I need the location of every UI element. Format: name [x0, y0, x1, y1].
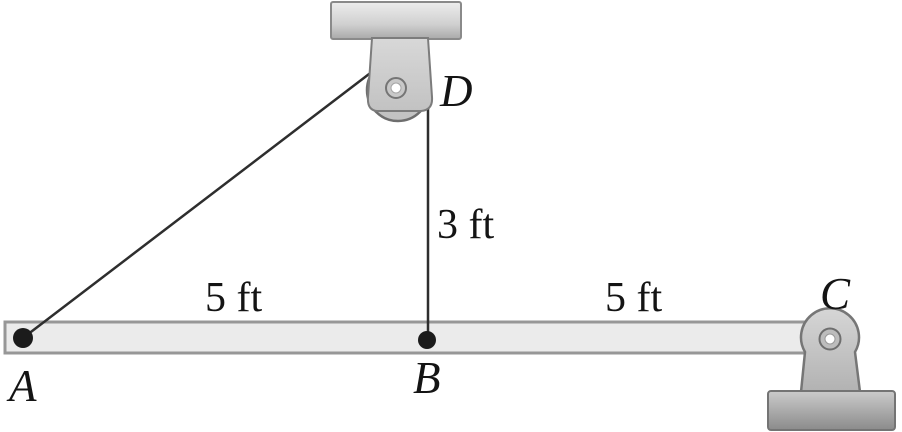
label-point-d: D — [439, 66, 473, 116]
point-b-dot — [418, 331, 436, 349]
ceiling-mount — [330, 1, 462, 40]
label-point-c: C — [820, 269, 851, 319]
pulley-pin-hole — [390, 82, 402, 94]
point-a-dot — [13, 328, 33, 348]
cable-a-to-pulley — [21, 69, 375, 340]
support-c-base — [767, 390, 896, 431]
label-point-a: A — [6, 361, 37, 411]
dimension-b-to-d: 3 ft — [437, 202, 494, 248]
pulley-bracket — [366, 37, 434, 112]
dimension-a-to-b: 5 ft — [205, 275, 262, 321]
dimension-b-to-c: 5 ft — [605, 275, 662, 321]
label-point-b: B — [413, 353, 441, 403]
support-c-pin-hole — [824, 333, 836, 345]
